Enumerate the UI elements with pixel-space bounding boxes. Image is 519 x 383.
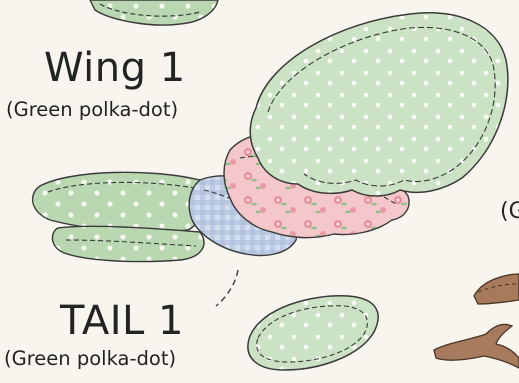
partial-label: (G [500, 198, 519, 226]
wing-green-top-layer [250, 13, 508, 196]
tail-pointer-line [216, 270, 238, 306]
tail-piece [248, 296, 378, 370]
tail-title: TAIL 1 [60, 297, 184, 345]
brown-branch-piece [474, 274, 519, 304]
wing-tail-feathers [33, 172, 206, 261]
brown-twig-piece [434, 324, 519, 368]
top-green-shape [90, 0, 218, 25]
wing-title: Wing 1 [44, 44, 186, 92]
wing-subtitle: (Green polka-dot) [6, 97, 178, 123]
tail-subtitle: (Green polka-dot) [4, 346, 176, 372]
